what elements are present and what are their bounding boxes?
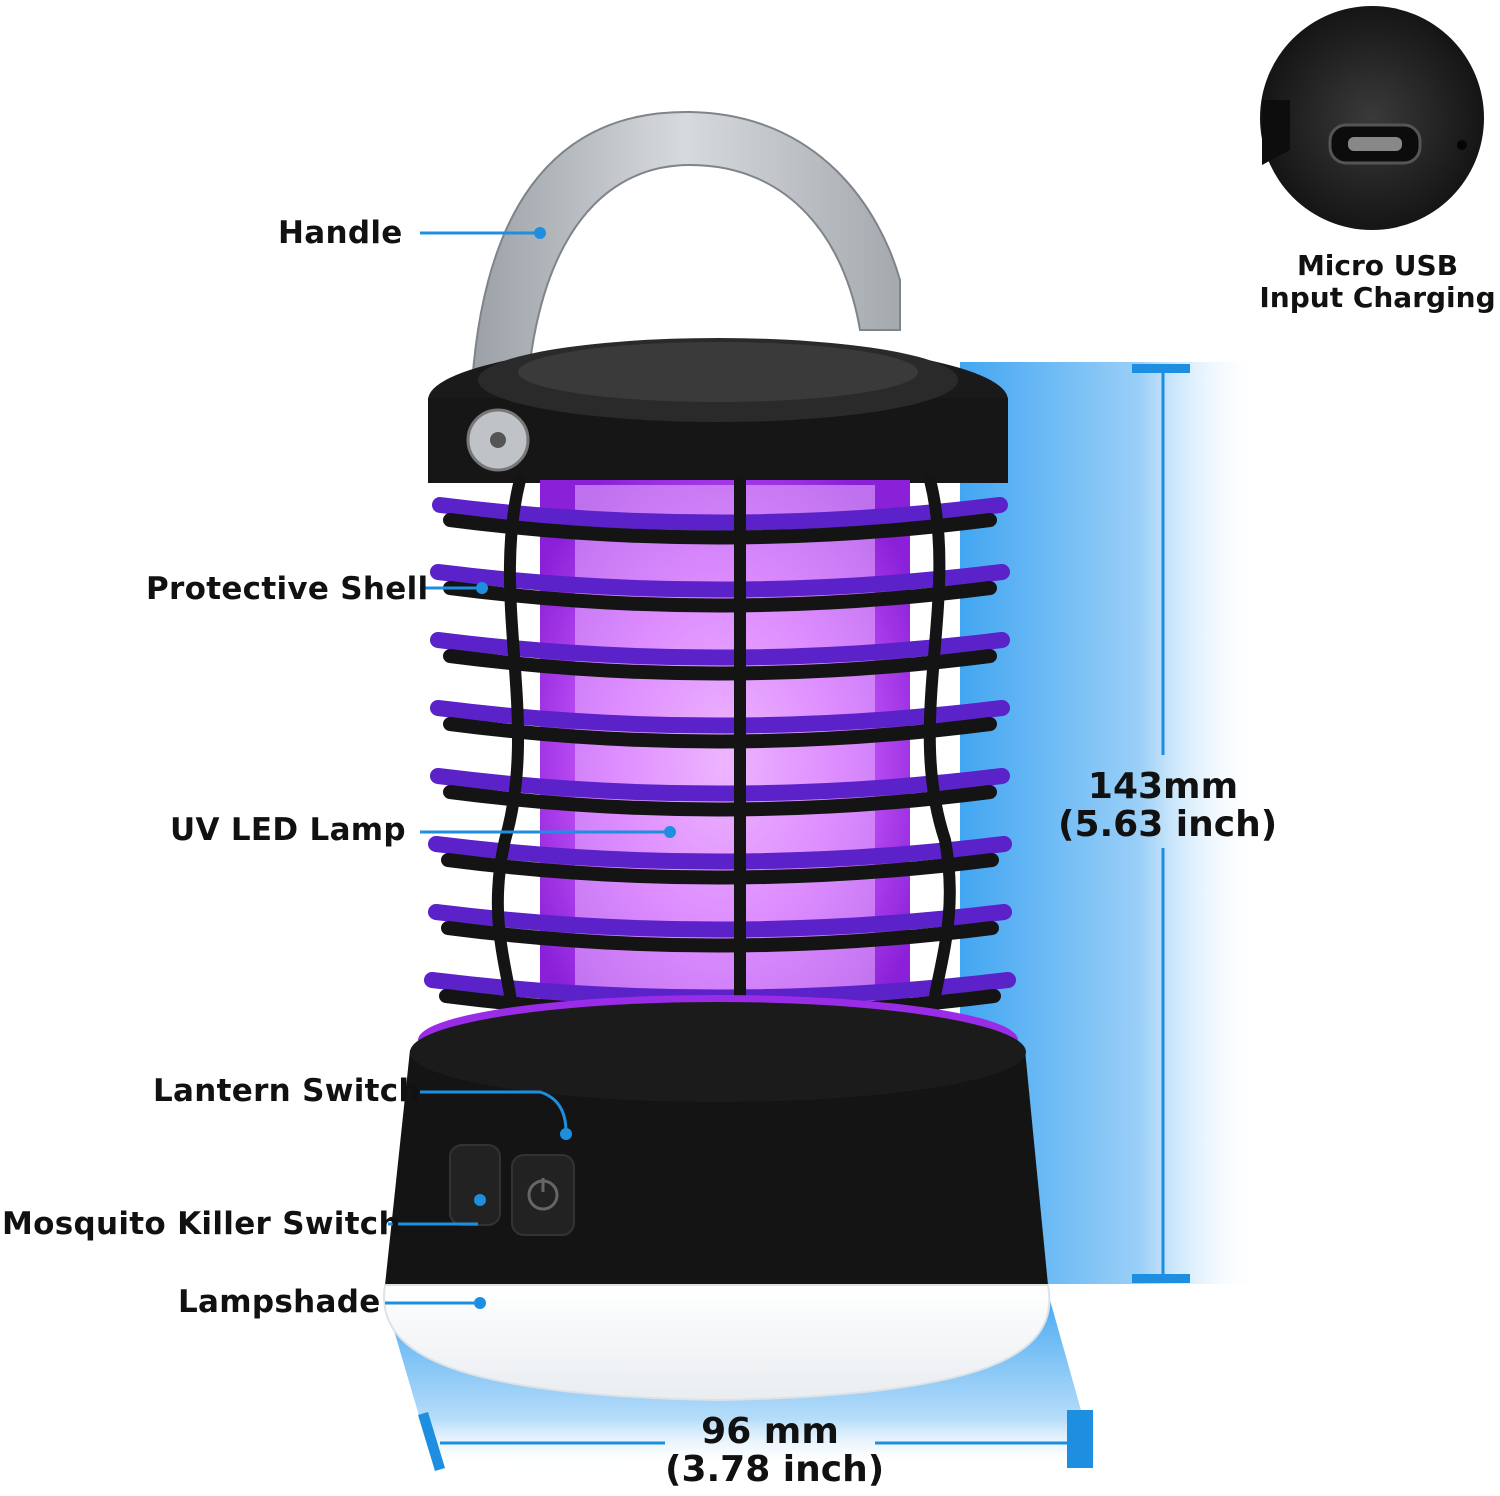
usb-caption-line2: Input Charging — [1259, 281, 1496, 314]
usb-caption-line1: Micro USB — [1296, 249, 1459, 282]
lampshade-body — [383, 1284, 1051, 1402]
height-imperial: (5.63 inch) — [1058, 804, 1278, 845]
mosquito-switch-button — [449, 1144, 501, 1226]
label-handle: Handle — [278, 215, 403, 251]
height-metric: 143mm — [1087, 766, 1239, 807]
usb-inset — [1260, 6, 1484, 230]
width-imperial: (3.78 inch) — [665, 1449, 885, 1490]
height-dimension-text: 143mm (5.63 inch) — [1058, 766, 1278, 845]
lantern-switch-button — [511, 1154, 575, 1236]
label-mosquito-killer-switch: Mosquito Killer Switch — [2, 1206, 401, 1242]
width-metric: 96 mm — [701, 1411, 839, 1452]
leader-dots — [474, 227, 676, 1309]
width-dimension-text: 96 mm (3.78 inch) — [665, 1411, 885, 1490]
label-protective-shell: Protective Shell — [146, 571, 429, 607]
usb-caption: Micro USB Input Charging — [1250, 250, 1500, 314]
label-lantern-switch: Lantern Switch — [153, 1073, 421, 1109]
height-dimension — [1132, 364, 1190, 1283]
label-lampshade: Lampshade — [178, 1284, 381, 1320]
leader-lines — [385, 231, 668, 1305]
handle-strap — [468, 110, 901, 446]
width-dimension — [418, 1410, 1093, 1471]
label-uv-led-lamp: UV LED Lamp — [170, 812, 406, 848]
